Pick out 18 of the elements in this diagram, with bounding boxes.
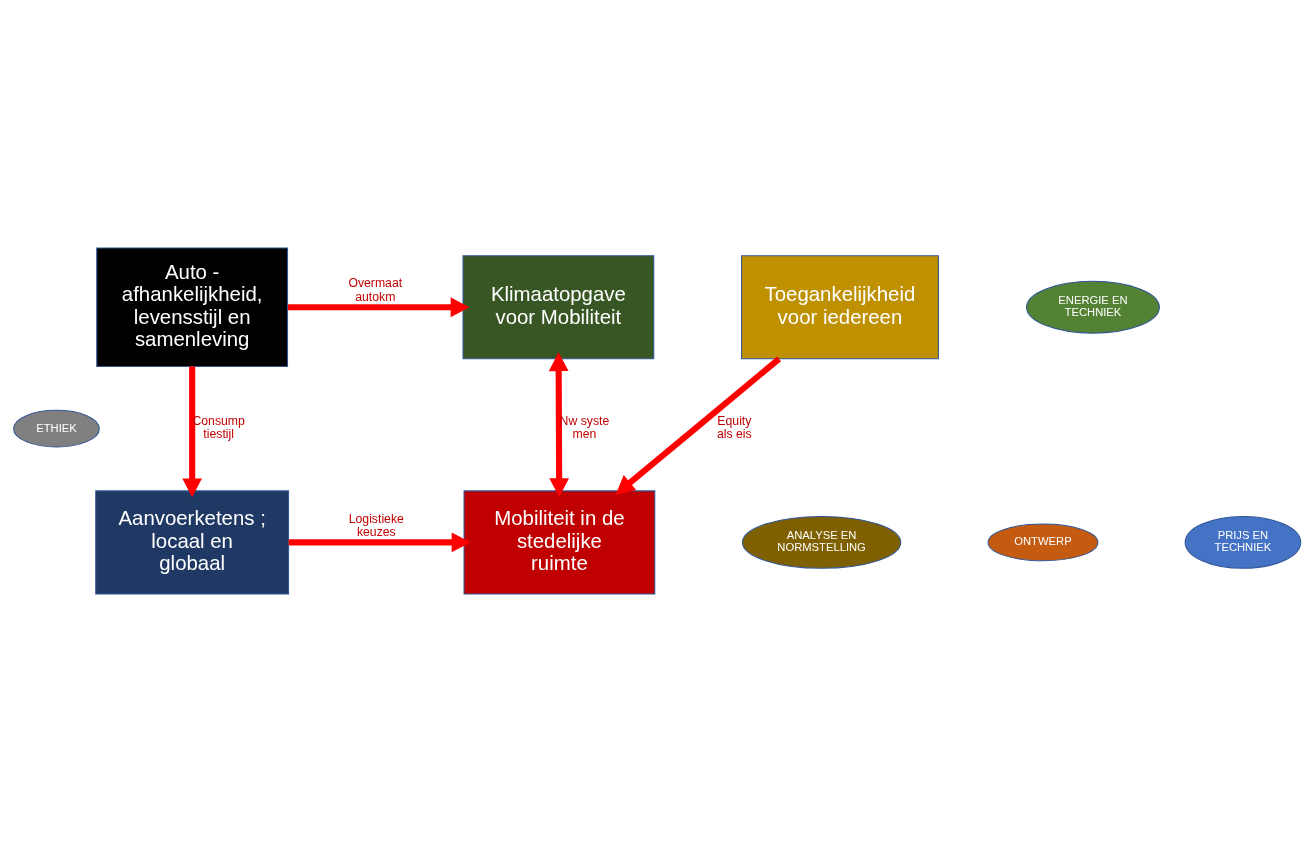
node-ellipse: PRIJS EN TECHNIEK <box>1184 515 1302 569</box>
arrow <box>287 297 470 318</box>
edge-label: Equity als eis <box>717 414 752 442</box>
node-ellipse: ETHIEK <box>13 409 100 448</box>
node-ellipse: ONTWERP <box>987 523 1099 562</box>
node-box: Aanvoerketens ; locaal en globaal <box>95 490 290 595</box>
edge-label: Logistieke keuzes <box>348 511 404 539</box>
arrow <box>548 352 570 498</box>
arrow <box>182 366 203 498</box>
node-ellipse: ENERGIE EN TECHNIEK <box>1026 280 1160 334</box>
node-ellipse: ANALYSE EN NORMSTELLING <box>741 515 902 569</box>
arrow <box>288 532 471 553</box>
node-box: Mobiliteit in de stedelijke ruimte <box>463 490 656 595</box>
node-box: Klimaatopgave voor Mobiliteit <box>462 255 655 360</box>
node-box: Auto - afhankelijkheid, levensstijl en samenleving <box>96 247 289 367</box>
arrow <box>615 356 782 495</box>
edge-label: Overmaat autokm <box>348 276 403 304</box>
node-box: Toegankelijkheid voor iedereen <box>741 255 939 360</box>
